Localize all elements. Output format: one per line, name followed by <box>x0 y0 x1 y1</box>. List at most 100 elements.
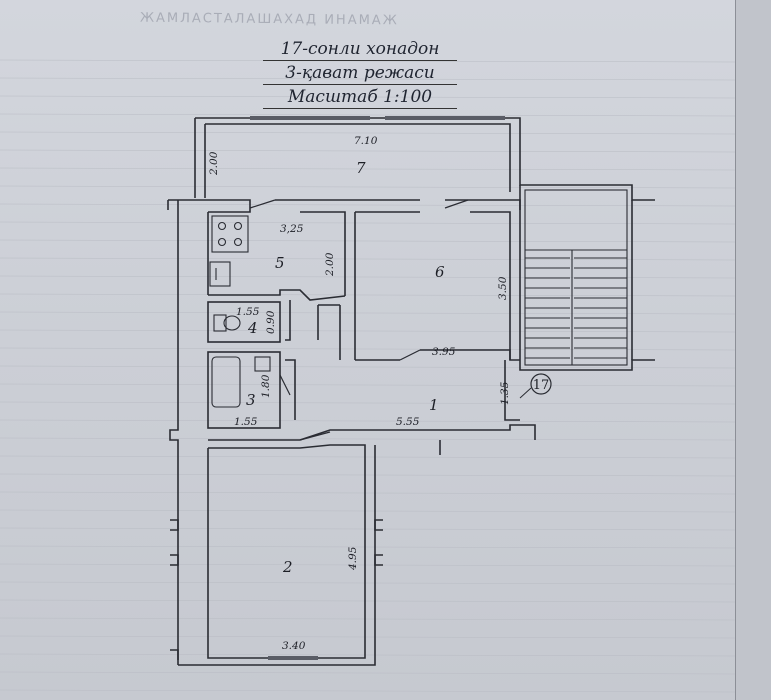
grid-line <box>0 419 736 423</box>
grid-line <box>0 455 736 459</box>
grid-line <box>0 545 736 549</box>
stair-steps <box>525 257 627 359</box>
grid-line <box>0 689 736 693</box>
grid-line <box>0 95 736 99</box>
grid-line <box>0 599 736 603</box>
grid-line <box>0 221 736 225</box>
room-2-label: 2 <box>282 558 293 576</box>
dim-r3-width: 1.55 <box>234 416 258 428</box>
grid-line <box>0 653 736 657</box>
grid-line <box>0 509 736 513</box>
wall-corridor-a <box>285 300 291 341</box>
grid-line <box>0 149 736 153</box>
grid-line <box>0 401 736 405</box>
notch-e <box>374 554 383 566</box>
grid-line <box>0 671 736 675</box>
grid-line <box>0 77 736 81</box>
wall-hall-right <box>504 360 520 421</box>
wall-room2-outer <box>178 445 376 666</box>
door-room6-hall <box>399 349 421 361</box>
wall-stair-left <box>519 185 655 371</box>
grid-line <box>0 347 736 351</box>
dim-r2-depth: 4.95 <box>347 546 359 571</box>
grid-line <box>0 383 736 387</box>
dim-r4-depth: 0.90 <box>265 310 277 334</box>
sink-icon <box>209 261 231 287</box>
notch-f <box>170 649 179 660</box>
room2-outline <box>207 444 366 659</box>
wall-room6-bottom-right <box>420 349 520 361</box>
wall-band-left <box>168 199 251 213</box>
dim-r1-depth: 1.35 <box>499 381 511 405</box>
grid-line <box>0 239 736 243</box>
dim-r4-width: 1.55 <box>236 306 260 318</box>
title-scale: Масштаб 1:100 <box>263 86 457 109</box>
wall-top-outer <box>195 117 655 201</box>
title-apartment: 17-сонли хонадон <box>263 38 457 61</box>
doors <box>249 199 469 441</box>
grid-line <box>0 563 736 567</box>
grid-line <box>0 59 736 63</box>
wall-room6-right <box>470 211 511 360</box>
room3-outline <box>207 351 281 429</box>
wall-corridor-b <box>285 359 296 420</box>
door-room2 <box>299 431 331 441</box>
grid-line <box>0 581 736 585</box>
door-room6 <box>444 199 469 209</box>
grid-line <box>0 167 736 171</box>
wall-left-outer <box>169 200 179 665</box>
grid-line <box>0 473 736 477</box>
door-kitchen <box>249 199 276 209</box>
dim-r6-width: 3.95 <box>432 346 456 358</box>
door-room3 <box>279 374 291 396</box>
grid-line <box>0 311 736 315</box>
room4-outline <box>207 301 281 343</box>
grid-line <box>0 203 736 207</box>
apartment-marker: 17 <box>519 373 552 399</box>
stove-icon <box>211 215 249 253</box>
walls <box>167 116 655 666</box>
room-7-label: 7 <box>356 159 366 177</box>
room-3-label: 3 <box>246 391 256 409</box>
grid-line <box>0 131 736 135</box>
grid-line <box>0 185 736 189</box>
grid-line <box>0 491 736 495</box>
grid-line <box>0 113 736 117</box>
grid-line <box>0 437 736 441</box>
notch-b <box>170 519 179 531</box>
grid-line <box>0 329 736 333</box>
grid-line <box>0 293 736 297</box>
bathtub-icon <box>211 356 271 408</box>
page-edge <box>735 0 771 700</box>
wall-kitchen-right <box>300 211 346 296</box>
grid-line <box>0 365 736 369</box>
grid-line <box>0 527 736 531</box>
toilet-icon <box>213 314 241 332</box>
dim-r1-width: 5.55 <box>396 416 420 428</box>
title-floor: 3-қават режаси <box>263 62 457 85</box>
dim-r5-depth: 2.00 <box>324 252 336 277</box>
room-6-label: 6 <box>435 263 445 281</box>
dim-r7-depth: 2.00 <box>208 151 220 176</box>
notch-d <box>374 519 383 531</box>
grid-line <box>0 635 736 639</box>
room-5-label: 5 <box>275 254 285 272</box>
dim-r3-depth: 1.80 <box>260 374 272 398</box>
dim-r6-depth: 3.50 <box>497 276 509 300</box>
grid-line <box>0 257 736 261</box>
title-block: 17-сонли хонадон 3-қават режаси Масштаб … <box>255 38 465 110</box>
room-1-label: 1 <box>429 396 439 414</box>
dim-r7-width: 7.10 <box>354 135 378 147</box>
grid-line <box>0 617 736 621</box>
dim-r2-width: 3.40 <box>282 640 306 652</box>
wall-top-inner <box>205 123 511 192</box>
notch-c <box>170 554 179 566</box>
dim-r5-width: 3,25 <box>280 223 304 235</box>
apartment-number: 17 <box>533 378 550 393</box>
room-4-label: 4 <box>247 319 258 337</box>
wall-kitchen-bottom <box>208 289 346 301</box>
wall-band-right <box>445 199 521 210</box>
